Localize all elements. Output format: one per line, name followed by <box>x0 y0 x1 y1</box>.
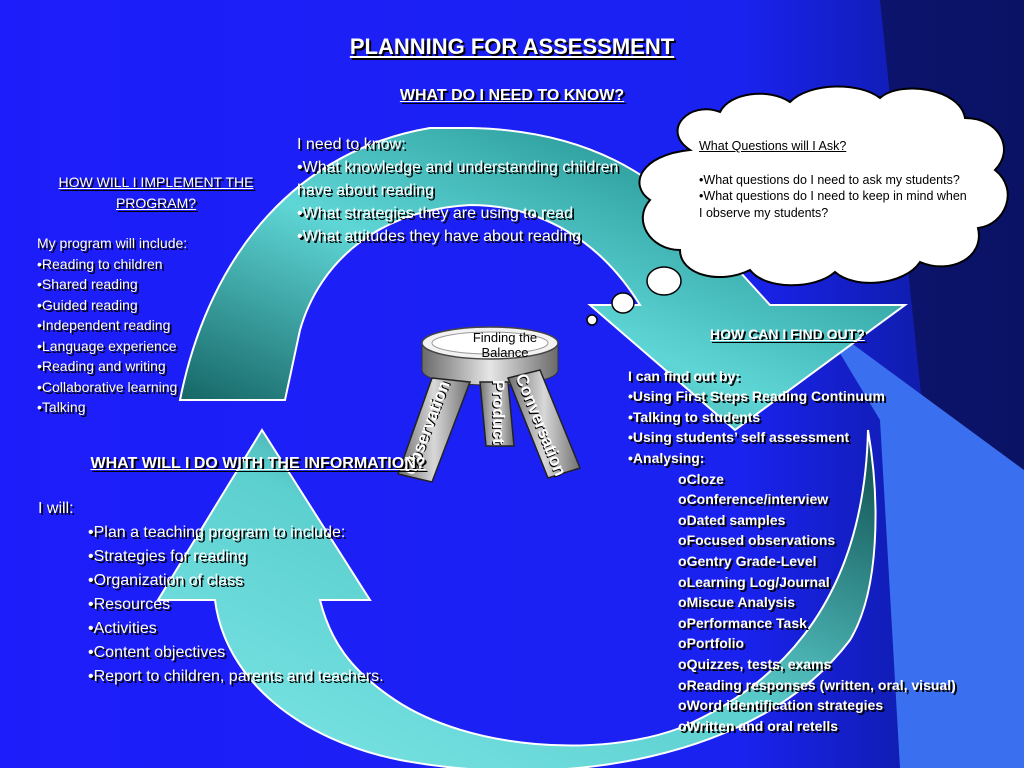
bottom-cycle-arrow <box>156 428 877 768</box>
list-item: •Talking <box>37 399 86 415</box>
implement-heading: HOW WILL I IMPLEMENT THE PROGRAM? <box>58 174 254 211</box>
implement-intro: My program will include: <box>37 235 188 251</box>
cloud-text: What Questions will I Ask? •What questio… <box>699 138 967 221</box>
strip-product-label: Product <box>489 379 509 445</box>
list-item: oPortfolio <box>678 635 745 652</box>
find-out-intro: I can find out by: <box>628 367 740 384</box>
list-item: •Shared reading <box>37 276 138 292</box>
thought-cloud <box>586 85 1009 326</box>
list-item: •What questions do I need to ask my stud… <box>699 172 960 187</box>
need-to-know-intro: I need to know: <box>297 136 406 153</box>
list-item: oReading responses (written, oral, visua… <box>678 676 956 693</box>
list-item: •Analysing: <box>628 449 705 466</box>
find-out-heading: HOW CAN I FIND OUT? <box>710 326 865 342</box>
list-item: oLearning Log/Journal <box>678 573 830 590</box>
list-item: oQuizzes, tests, exams <box>678 655 832 672</box>
list-item: •Talking to students <box>628 408 761 425</box>
list-item: •Language experience <box>37 337 177 354</box>
list-item: •Organization of class <box>88 572 244 589</box>
list-item: oDated samples <box>678 511 786 528</box>
list-item: oWritten and oral retells <box>678 717 839 734</box>
information-intro: I will: <box>38 500 74 517</box>
list-item: •Using students’ self assessment <box>628 429 850 446</box>
list-item: •Collaborative learning <box>37 378 178 395</box>
list-item: •Strategies for reading <box>88 548 247 565</box>
list-item: oWord identification strategies <box>678 697 884 714</box>
list-item: oCloze <box>678 470 724 487</box>
list-item: •What questions do I need to keep in min… <box>699 189 967 220</box>
right-band <box>820 320 1024 768</box>
list-item: oGentry Grade-Level <box>678 552 817 569</box>
need-to-know-section: I need to know: •What knowledge and unde… <box>297 133 642 248</box>
list-item: •Content objectives <box>88 644 226 661</box>
list-item: oMiscue Analysis <box>678 594 795 611</box>
balance-label: Finding the Balance <box>472 330 538 360</box>
list-item: •Report to children, parents and teacher… <box>88 668 384 685</box>
list-item: •What attitudes they have about reading <box>297 228 582 245</box>
list-item: •Resources <box>88 596 171 613</box>
information-section: WHAT WILL I DO WITH THE INFORMATION? I w… <box>38 452 426 689</box>
list-item: •Independent reading <box>37 317 171 333</box>
page-title: PLANNING FOR ASSESSMENT <box>349 34 675 59</box>
list-item: •Reading to children <box>37 255 163 272</box>
list-item: oFocused observations <box>678 532 836 549</box>
find-out-section: HOW CAN I FIND OUT? I can find out by: •… <box>628 324 1020 736</box>
list-item: oConference/interview <box>678 491 829 508</box>
list-item: •Activities <box>88 620 157 637</box>
balance-strips <box>397 369 582 483</box>
cloud-heading: What Questions will I Ask? <box>699 139 847 153</box>
information-heading: WHAT WILL I DO WITH THE INFORMATION? <box>90 455 426 472</box>
list-item: •What strategies they are using to read <box>297 205 573 222</box>
list-item: oPerformance Task <box>678 614 807 631</box>
list-item: •Guided reading <box>37 296 138 313</box>
list-item: •Using First Steps Reading Continuum <box>628 388 885 405</box>
list-item: •Reading and writing <box>37 358 166 374</box>
list-item: •What knowledge and understanding childr… <box>297 159 619 199</box>
list-item: •Plan a teaching program to include: <box>88 524 346 541</box>
page-subtitle: WHAT DO I NEED TO KNOW? <box>399 87 625 104</box>
implement-section: HOW WILL I IMPLEMENT THE PROGRAM? My pro… <box>37 172 277 418</box>
